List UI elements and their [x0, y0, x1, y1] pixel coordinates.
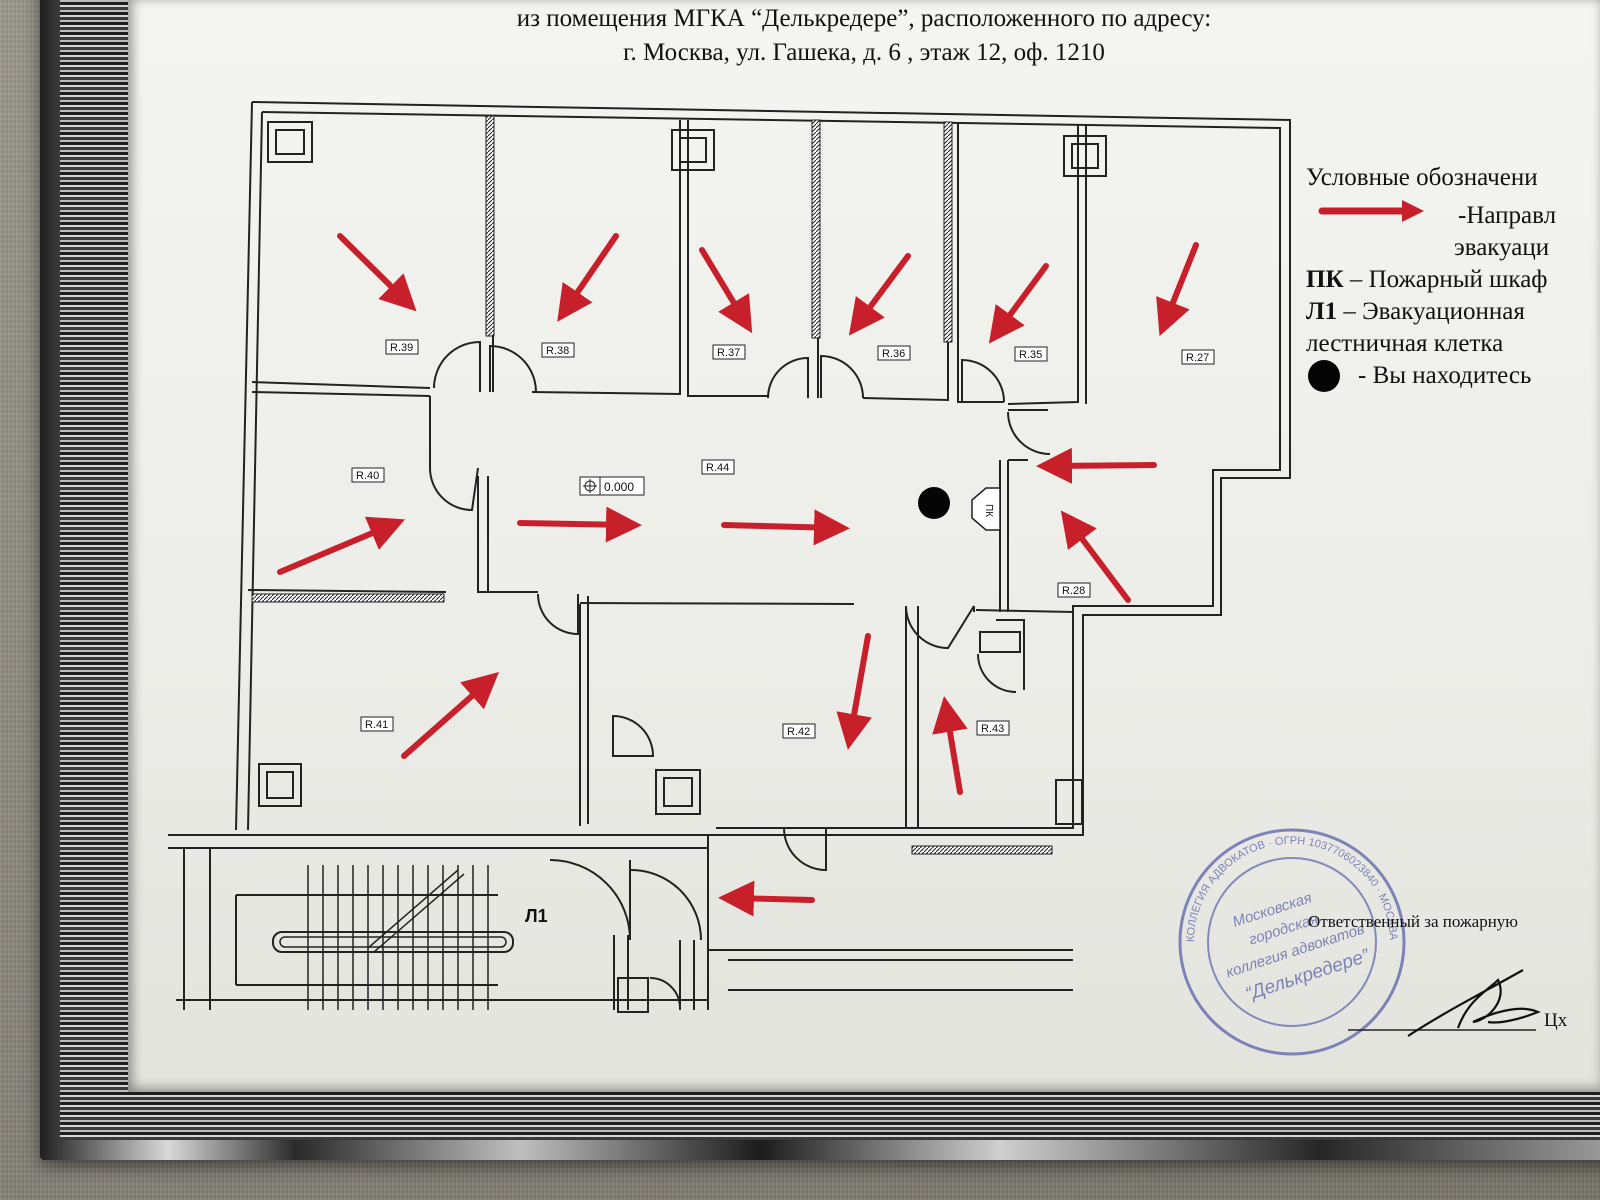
header-line-1: из помещения МГКА “Делькредере”, располо…	[516, 5, 1212, 32]
fire-cabinet: ПК	[971, 487, 1001, 531]
room-r28: R.28	[1062, 585, 1085, 597]
legend-l1-text: – Эвакуационная	[1337, 298, 1525, 325]
room-r41: R.41	[365, 719, 388, 731]
responsible-label: Ответственный за пожарную	[1308, 912, 1519, 931]
evacuation-arrow	[932, 696, 968, 795]
evacuation-arrow	[401, 672, 499, 759]
room-r44: R.44	[706, 462, 729, 474]
room-r39: R.39	[390, 342, 413, 354]
legend-l1-abbr: Л1	[1306, 298, 1338, 325]
legend-arrow-line2: эвакуаци	[1454, 234, 1550, 261]
floor-plan: R.39 R.38 R.37 R.36 R.35 R.27 R.40 R.44 …	[168, 101, 1291, 1013]
legend-pk-text: – Пожарный шкаф	[1343, 266, 1548, 293]
legend-l1-text2: лестничная клетка	[1306, 330, 1504, 357]
room-r38: R.38	[546, 345, 569, 357]
evacuation-arrow	[1036, 447, 1157, 484]
room-r27: R.27	[1186, 352, 1209, 364]
room-r43: R.43	[981, 723, 1004, 735]
room-r36: R.36	[882, 348, 905, 360]
evacuation-arrow	[277, 516, 406, 575]
legend-dot-icon	[1308, 360, 1340, 392]
legend-l1: Л1 – Эвакуационная	[1306, 296, 1525, 328]
legend-arrow-line1: -Направл	[1458, 202, 1557, 229]
evacuation-arrow	[721, 509, 850, 546]
room-r35: R.35	[1019, 349, 1042, 361]
legend-you-text: - Вы находитесь	[1358, 362, 1532, 389]
evacuation-arrow	[337, 233, 417, 312]
elevation-marker: 0.000	[579, 476, 645, 496]
evacuation-arrow	[1060, 510, 1131, 603]
fire-cabinet-label: ПК	[983, 504, 994, 517]
legend-pk-abbr: ПК	[1306, 266, 1344, 293]
legend-title: Условные обозначени	[1306, 164, 1538, 191]
room-r40: R.40	[356, 470, 379, 482]
evacuation-plan-sheet: из помещения МГКА “Делькредере”, располо…	[128, 0, 1600, 1092]
legend-pk: ПК – Пожарный шкаф	[1306, 264, 1548, 296]
evacuation-arrow	[836, 633, 872, 750]
evacuation-arrow	[718, 880, 815, 917]
stair-label: Л1	[525, 906, 548, 926]
header-line-2: г. Москва, ул. Гашека, д. 6 , этаж 12, о…	[623, 39, 1105, 66]
evacuation-arrow	[517, 506, 642, 543]
room-r37: R.37	[717, 347, 740, 359]
you-are-here-dot	[918, 487, 950, 519]
evacuation-arrow	[848, 253, 911, 336]
signer-name: Цх	[1544, 1010, 1568, 1031]
stamp: КОЛЛЕГИЯ АДВОКАТОВ · ОГРН 1037706023840 …	[1178, 828, 1406, 1056]
signature	[1348, 969, 1541, 1037]
evacuation-arrow	[557, 233, 619, 322]
room-r42: R.42	[787, 726, 810, 738]
elevation-value: 0.000	[604, 480, 634, 494]
evacuation-arrow	[988, 263, 1049, 344]
legend-arrow-icon	[1318, 200, 1424, 222]
evacuation-arrow	[699, 247, 753, 334]
evacuation-arrow	[1156, 242, 1199, 337]
